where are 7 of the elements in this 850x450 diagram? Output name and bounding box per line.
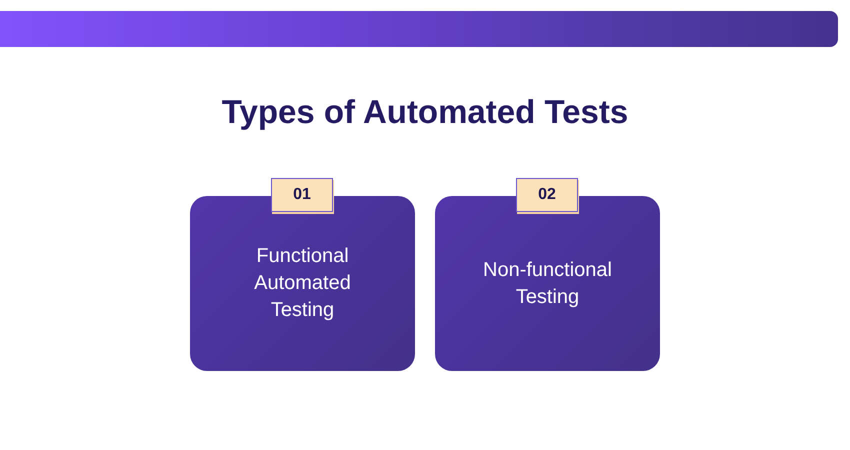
- card-title: Functional Automated Testing: [253, 244, 352, 323]
- number-tab: [271, 178, 333, 212]
- diagram-title: Types of Automated Tests: [220, 92, 630, 132]
- step-number: 02: [538, 185, 556, 205]
- card-title: Non-functional Testing: [482, 258, 613, 310]
- number-tab: [516, 178, 578, 212]
- step-number: 01: [293, 185, 311, 205]
